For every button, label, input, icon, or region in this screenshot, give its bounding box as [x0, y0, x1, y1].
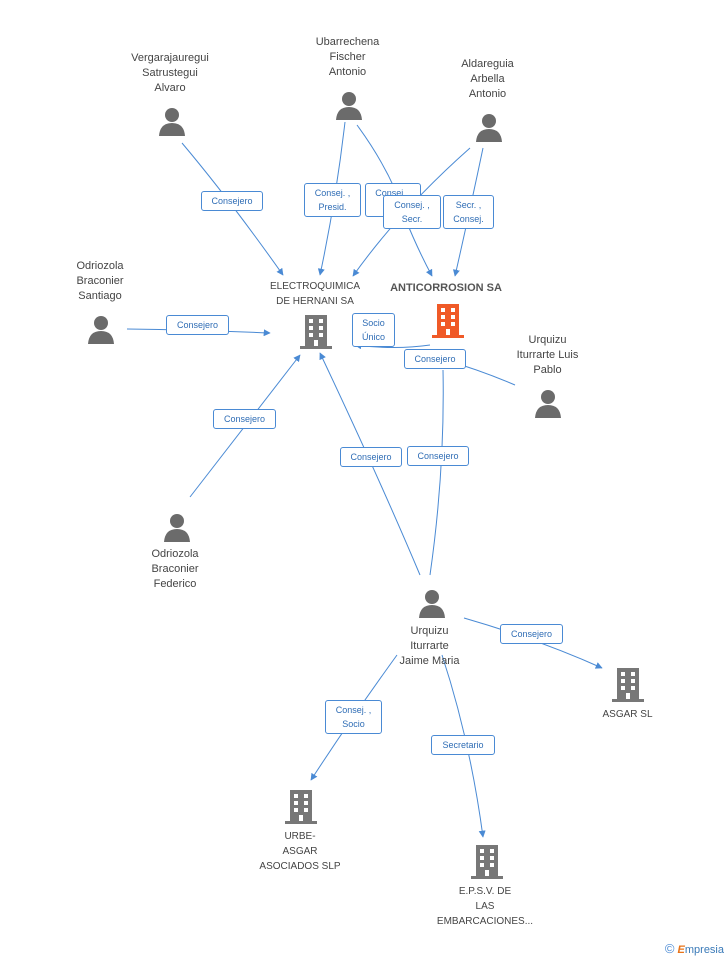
person-ubarrechena[interactable]: Ubarrechena Fischer Antonio: [315, 36, 380, 78]
edge-label-secretario[interactable]: Secretario: [431, 735, 495, 755]
edge-label-consejero[interactable]: Consejero: [500, 624, 563, 644]
person-odriozola-santiago[interactable]: Odriozola Braconier Santiago: [76, 260, 124, 302]
person-icon[interactable]: [86, 314, 116, 344]
building-icon[interactable]: [285, 788, 317, 824]
company-anticorrosion-label[interactable]: ANTICORROSION SA: [390, 282, 502, 294]
edge-label-consej-presid[interactable]: Consej. , Presid.: [304, 183, 361, 217]
person-icon[interactable]: [157, 106, 187, 136]
edge-label-consejero[interactable]: Consejero: [213, 409, 276, 429]
empresia-watermark[interactable]: © Empresia: [665, 941, 724, 956]
edge-label-consejero[interactable]: Consejero: [340, 447, 402, 467]
edge-label-consejero[interactable]: Consejero: [201, 191, 263, 211]
edge-label-consej-secr[interactable]: Consej. , Secr.: [383, 195, 441, 229]
building-icon[interactable]: [471, 843, 503, 879]
edge-label-consej-socio[interactable]: Consej. , Socio: [325, 700, 382, 734]
copyright-symbol: ©: [664, 941, 675, 956]
person-icon[interactable]: [474, 112, 504, 142]
building-icon[interactable]: [300, 313, 332, 349]
edge-label-secr-consej[interactable]: Secr. , Consej.: [443, 195, 494, 229]
person-urquizu-luis[interactable]: Urquizu Iturrarte Luis Pablo: [516, 334, 579, 376]
company-electroquimica-label[interactable]: ELECTROQUIMICA DE HERNANI SA: [269, 281, 360, 307]
edge-label-socio-unico[interactable]: Socio Único: [352, 313, 395, 347]
company-asgar-label[interactable]: ASGAR SL: [602, 709, 653, 720]
person-icon[interactable]: [417, 588, 447, 618]
company-urbe-label[interactable]: URBE- ASGAR ASOCIADOS SLP: [259, 831, 341, 872]
brand-initial: E: [677, 944, 685, 956]
person-vergarajauregui[interactable]: Vergarajauregui Satrustegui Alvaro: [131, 52, 209, 94]
edge-jaime-anti: [429, 369, 444, 576]
edge-label-consejero[interactable]: Consejero: [404, 349, 466, 369]
person-icon[interactable]: [533, 388, 563, 418]
building-icon[interactable]: [612, 666, 644, 702]
building-icon[interactable]: [432, 302, 464, 338]
person-aldareguia[interactable]: Aldareguia Arbella Antonio: [461, 58, 514, 100]
person-urquizu-jaime[interactable]: Urquizu Iturrarte Jaime Maria: [399, 625, 460, 667]
edge-jaime-electro: [319, 352, 421, 576]
edge-label-consejero[interactable]: Consejero: [407, 446, 469, 466]
brand-name: mpresia: [684, 944, 724, 956]
person-icon[interactable]: [334, 90, 364, 120]
person-icon[interactable]: [162, 512, 192, 542]
company-epsv-label[interactable]: E.P.S.V. DE LAS EMBARCACIONES...: [436, 886, 534, 927]
edge-label-consejero[interactable]: Consejero: [166, 315, 229, 335]
person-odriozola-federico[interactable]: Odriozola Braconier Federico: [151, 548, 199, 590]
